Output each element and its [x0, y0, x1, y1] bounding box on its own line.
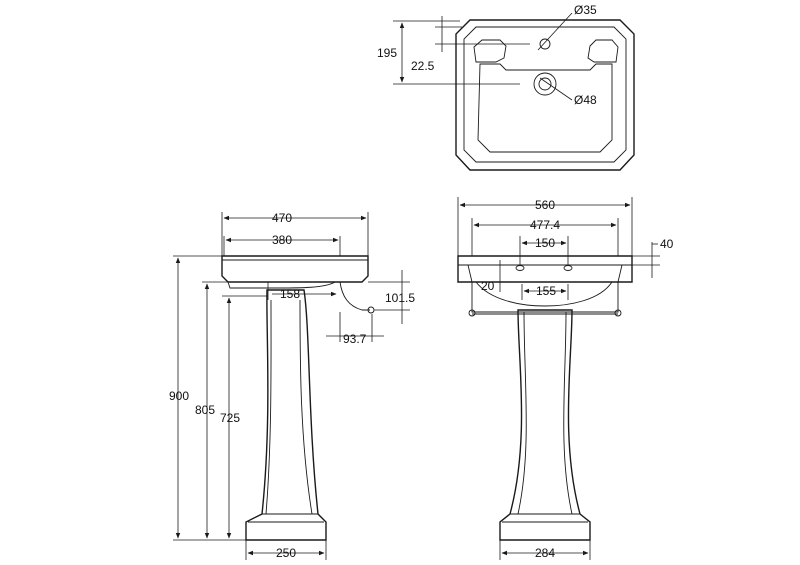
plan-right-soap-dish	[587, 39, 619, 63]
side-waste-trap	[339, 281, 370, 311]
front-rim-height-label: 40	[660, 237, 674, 251]
front-tap-hole-right	[563, 265, 573, 271]
front-width-outer-label: 560	[535, 198, 555, 212]
plan-waste-label: Ø48	[574, 93, 597, 107]
front-rail-end-left	[468, 309, 476, 317]
plan-depth-label: 195	[377, 46, 397, 60]
front-pedestal-inner-right	[563, 311, 573, 515]
front-basin-outline	[457, 255, 633, 283]
plan-waste-outer	[533, 72, 557, 96]
plan-offset-label: 22.5	[411, 59, 435, 73]
side-pedestal-inner-right	[299, 299, 313, 515]
front-waste-width-label: 155	[536, 284, 556, 298]
side-height-pedestal-label: 725	[220, 411, 240, 425]
plan-view: 195 22.5 Ø35 Ø48	[377, 3, 635, 171]
front-view: 560 477.4 150 40 20 155 284	[457, 197, 674, 560]
plan-tap-hole-label: Ø35	[574, 3, 597, 17]
front-rail-end-right	[614, 309, 622, 317]
side-view: 470 380 900 805 725 158 101.5 93.7 250	[169, 211, 415, 560]
side-width-inner-label: 380	[272, 233, 292, 247]
side-height-total-label: 900	[169, 389, 189, 403]
front-pedestal-inner-left	[517, 311, 527, 515]
front-base-width-label: 284	[535, 546, 555, 560]
front-rail-offset-label: 20	[481, 279, 495, 293]
side-base-width-label: 250	[276, 546, 296, 560]
side-basin-bowl	[227, 281, 336, 289]
front-tap-centres-label: 150	[535, 236, 555, 250]
front-tap-hole-left	[515, 265, 525, 271]
front-towel-rail	[471, 282, 619, 315]
front-pedestal-outline	[499, 309, 591, 541]
front-pedestal-base-line	[502, 513, 588, 523]
plan-waste-leader	[539, 77, 573, 101]
plan-basin-outline	[455, 19, 635, 171]
front-bowl-curve	[475, 281, 613, 307]
side-height-rim-label: 805	[195, 403, 215, 417]
plan-waste-inner	[538, 77, 552, 91]
plan-left-soap-dish	[473, 39, 507, 63]
front-basin-lip-left	[467, 264, 473, 283]
front-basin-lip-right	[617, 264, 623, 283]
side-pedestal-outline	[245, 289, 327, 541]
side-waste-depth-label: 158	[280, 287, 300, 301]
plan-basin-rim	[463, 26, 627, 163]
plan-bowl-outline	[477, 63, 613, 153]
side-pedestal-inner-left	[265, 299, 272, 515]
side-trap-offset-label: 93.7	[343, 332, 367, 346]
plan-tap-hole-leader	[537, 12, 573, 51]
plan-tap-hole	[539, 38, 551, 50]
side-pedestal-base-line	[248, 513, 324, 523]
side-width-outer-label: 470	[272, 211, 292, 225]
side-trap-height-label: 101.5	[385, 291, 415, 305]
front-width-inner-label: 477.4	[530, 218, 560, 232]
